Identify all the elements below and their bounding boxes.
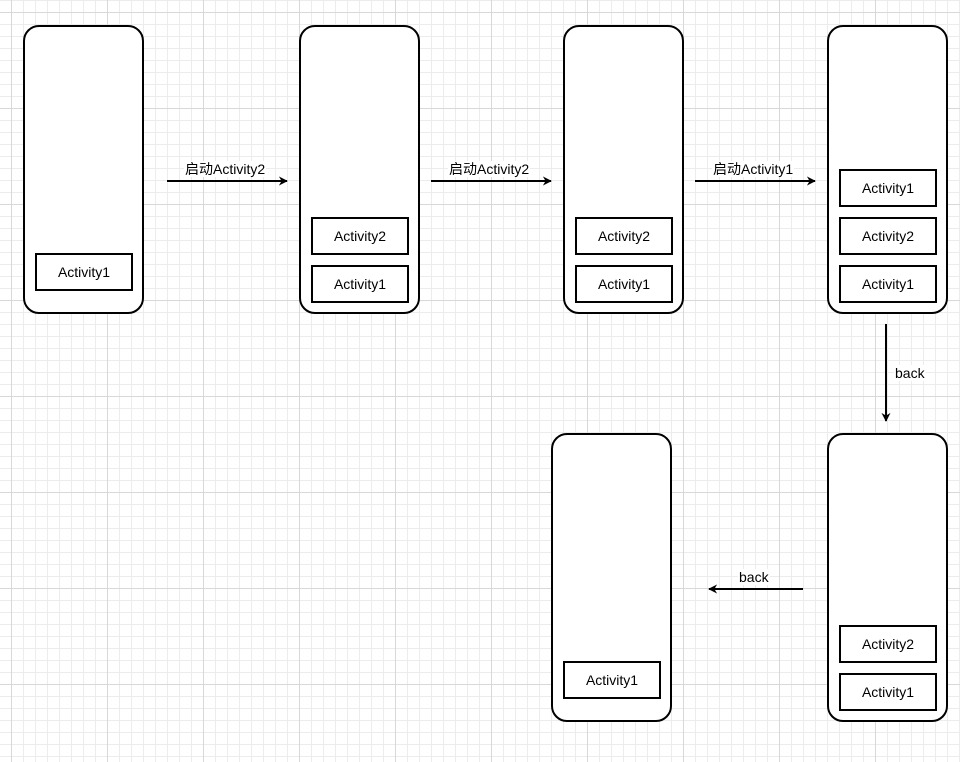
task-stack-3: Activity2 Activity1	[563, 25, 684, 314]
transition-label-1: 启动Activity2	[184, 161, 267, 177]
stack-2-activity-bottom: Activity1	[311, 265, 409, 303]
task-stack-5: Activity2 Activity1	[827, 433, 948, 722]
stack-5-activity-bottom: Activity1	[839, 673, 937, 711]
task-stack-6: Activity1	[551, 433, 672, 722]
transition-label-back-2: back	[738, 569, 770, 585]
stack-3-activity-bottom: Activity1	[575, 265, 673, 303]
stack-4-activity-bottom: Activity1	[839, 265, 937, 303]
transition-label-back-1: back	[894, 365, 926, 381]
stack-6-activity: Activity1	[563, 661, 661, 699]
stack-3-activity-top: Activity2	[575, 217, 673, 255]
stack-4-activity-top: Activity1	[839, 169, 937, 207]
task-stack-4: Activity1 Activity2 Activity1	[827, 25, 948, 314]
task-stack-1: Activity1	[23, 25, 144, 314]
stack-1-activity: Activity1	[35, 253, 133, 291]
transition-label-2: 启动Activity2	[448, 161, 531, 177]
stack-2-activity-top: Activity2	[311, 217, 409, 255]
stack-5-activity-top: Activity2	[839, 625, 937, 663]
transition-label-3: 启动Activity1	[712, 161, 795, 177]
task-stack-2: Activity2 Activity1	[299, 25, 420, 314]
stack-4-activity-middle: Activity2	[839, 217, 937, 255]
